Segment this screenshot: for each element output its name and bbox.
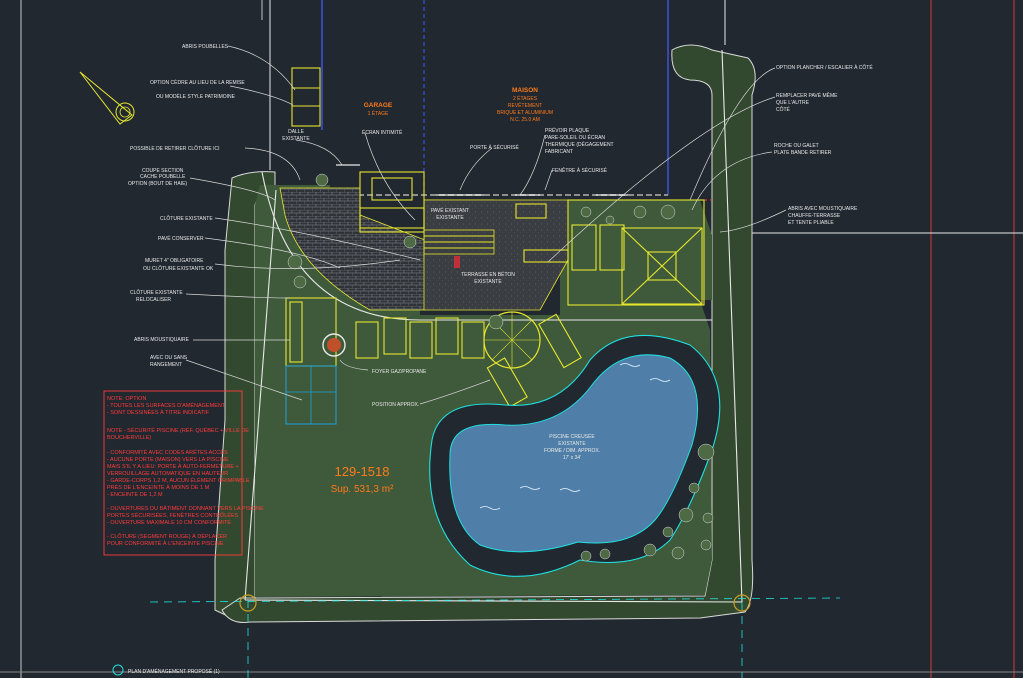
lawn-top-right [560, 200, 712, 300]
notes-line: - AUCUNE PORTE (MAISON) VERS LA PISCINE [107, 457, 229, 463]
label-option-cedre: OPTION CÈDRE AU LIEU DE LA REMISE [150, 79, 245, 86]
building-titles: GARAGE 1 ÉTAGE MAISON 2 ÉTAGES REVÊTEMEN… [364, 87, 553, 123]
label-avec-ou-sans: AVEC OU SANS [150, 355, 188, 361]
notes-text: NOTE: OPTION - TOUTES LES SURFACES D'AMÉ… [107, 396, 264, 547]
house-l3: BRIQUE ET ALUMINIUM [497, 110, 553, 116]
notes-line: POUR CONFORMITÉ À L'ENCEINTE PISCINE [107, 540, 224, 547]
label-foyer: FOYER GAZ/PROPANE [372, 369, 427, 375]
label-cloture-relocaliser-2: RELOCALISER [136, 297, 171, 303]
label-abris-moustiquaire-2: ABRIS AVEC MOUSTIQUAIRE [788, 206, 858, 212]
label-muret: MURET 4" OBLIGATOIRE [145, 258, 204, 264]
label-avec-ou-sans-2: RANGEMENT [150, 362, 182, 368]
garage-sub: 1 ÉTAGE [368, 110, 389, 117]
yellow-structures [285, 67, 705, 425]
garage-title: GARAGE [364, 102, 393, 109]
property-lines [149, 49, 841, 678]
lot-number: 129-1518 [335, 464, 390, 479]
annotation-labels: ABRIS POUBELLES OPTION CÈDRE AU LIEU DE … [128, 44, 873, 461]
label-porte-securise: PORTE À SÉCURISÉ [470, 144, 519, 151]
label-dalle-2: EXISTANTE [282, 136, 310, 142]
label-position-approx: POSITION APPROX. [372, 402, 419, 408]
label-pave-existant-2: EXISTANTE [436, 215, 464, 221]
notes-line: - SONT DESSINÉES À TITRE INDICATIF [107, 409, 210, 416]
notes-line: PORTES SÉCURISÉES, FENÊTRES CONTRÔLÉES [107, 511, 239, 519]
pool [429, 334, 721, 577]
label-abris-poubelles: ABRIS POUBELLES [182, 44, 229, 50]
label-cache-poubelle: CACHE POUBELLE [140, 174, 186, 180]
label-terrasse: TERRASSE EN BÉTON [461, 271, 515, 278]
label-fenetre-securise: FENÊTRE À SÉCURISÉ [552, 166, 608, 174]
notes-line: - CONFORMITÉ AVEC CODES ARÊTES ACCÈS [107, 448, 228, 456]
label-piscine-3: FORME / DIM. APPROX. [544, 448, 600, 454]
leader-lines [185, 45, 787, 405]
house-l2: REVÊTEMENT [508, 101, 542, 109]
label-ecran-intimite: ÉCRAN INTIMITÉ [362, 129, 403, 136]
label-terrasse-2: EXISTANTE [474, 279, 502, 285]
label-piscine-2: EXISTANTE [558, 441, 586, 447]
label-abris-moustiquaire-2c: ET TENTE PLIABLE [788, 220, 834, 226]
title-block-text: PLAN D'AMÉNAGEMENT PROPOSÉ (1) [128, 668, 220, 675]
notes-line: - GARDE-CORPS 1,2 M, AUCUN ÉLÉMENT GRIMP… [107, 477, 250, 484]
label-remplacer-pave-3: CÔTÉ [776, 106, 791, 113]
notes-line: - OUVERTURES DU BÂTIMENT DONNANT VERS LA… [107, 505, 264, 512]
notes-line: NOTE - SÉCURITÉ PISCINE (RÉF. QUÉBEC + V… [107, 427, 249, 434]
notes-box [103, 390, 243, 556]
title-block: PLAN D'AMÉNAGEMENT PROPOSÉ (1) [112, 664, 220, 676]
label-remplacer-pave-2: QUE L'AUTRE [776, 100, 810, 106]
notes-line: PRÈS DE L'ENCEINTE À MOINS DE 1 M [107, 484, 210, 491]
steps [423, 229, 495, 268]
notes-line: VERROUILLAGE AUTOMATIQUE EN HAUTEUR [107, 471, 228, 477]
label-possible-retirer: POSSIBLE DE RETIRER CLÔTURE ICI [130, 145, 219, 152]
label-pave-existant: PAVÉ EXISTANT [431, 207, 469, 214]
label-cloture-relocaliser: CLÔTURE EXISTANTE [130, 289, 183, 296]
notes-line: BOUCHERVILLE) [107, 435, 151, 441]
label-pave-conserver: PAVÉ CONSERVER [158, 235, 204, 242]
label-abris-moustiquaire-2b: CHAUFFE-TERRASSE [788, 213, 841, 219]
notes-line: - OUVERTURE MAXIMALE 10 CM CONFORMITÉ [107, 519, 231, 526]
label-option-plancher: OPTION PLANCHER / ESCALIER À CÔTÉ [776, 64, 873, 71]
label-prevoir-plaque-3: THERMIQUE (DÉGAGEMENT [545, 141, 614, 148]
terrasse-beton [423, 199, 569, 311]
lot-area: Sup. 531,3 m² [331, 484, 394, 495]
label-prevoir-plaque-4: FABRICANT [545, 149, 573, 155]
notes-line: MAIS S'IL Y A LIEU: PORTE À AUTO-FERMETU… [107, 463, 239, 470]
label-dalle: DALLE [288, 129, 305, 135]
house-l4: N.C. 25.0 AM [510, 117, 540, 123]
label-prevoir-plaque: PRÉVOIR PLAQUE [545, 127, 590, 134]
label-piscine-4: 17' x 34' [563, 455, 581, 461]
building-outlines [261, 0, 712, 201]
house-title: MAISON [512, 87, 538, 94]
label-prevoir-plaque-2: PARE-SOLEIL OU ÉCRAN [545, 134, 605, 141]
label-cloture-existante: CLÔTURE EXISTANTE [160, 215, 213, 222]
label-remplacer-pave: REMPLACER PAVÉ MÊME [776, 91, 838, 99]
north-arrow-icon [79, 71, 135, 125]
label-abris-moustiquaire: ABRIS MOUSTIQUAIRE [134, 337, 190, 343]
label-piscine: PISCINE CREUSÉE [549, 433, 595, 440]
notes-line: - CLÔTURE (SEGMENT ROUGE) À DÉPLACER [107, 533, 227, 540]
plantings [287, 173, 715, 562]
label-option-bout: OPTION (BOUT DE HAIE) [128, 181, 187, 187]
notes-title: NOTE: OPTION [107, 396, 146, 402]
label-roche-galet-2: PLATE BANDE RETIRER [774, 150, 832, 156]
label-option-cedre-2: OU MODÈLE STYLE PATRIMOINE [156, 93, 236, 100]
label-muret-2: OU CLÔTURE EXISTANTE OK [143, 265, 214, 272]
label-roche-galet: ROCHE OU GALET [774, 143, 819, 149]
notes-line: - ENCEINTE DE 1,2 M [107, 492, 163, 498]
house-l1: 2 ÉTAGES [513, 95, 538, 102]
notes-line: - TOUTES LES SURFACES D'AMÉNAGEMENT [107, 402, 226, 409]
label-coupe-section: COUPE SECTION [142, 168, 184, 174]
